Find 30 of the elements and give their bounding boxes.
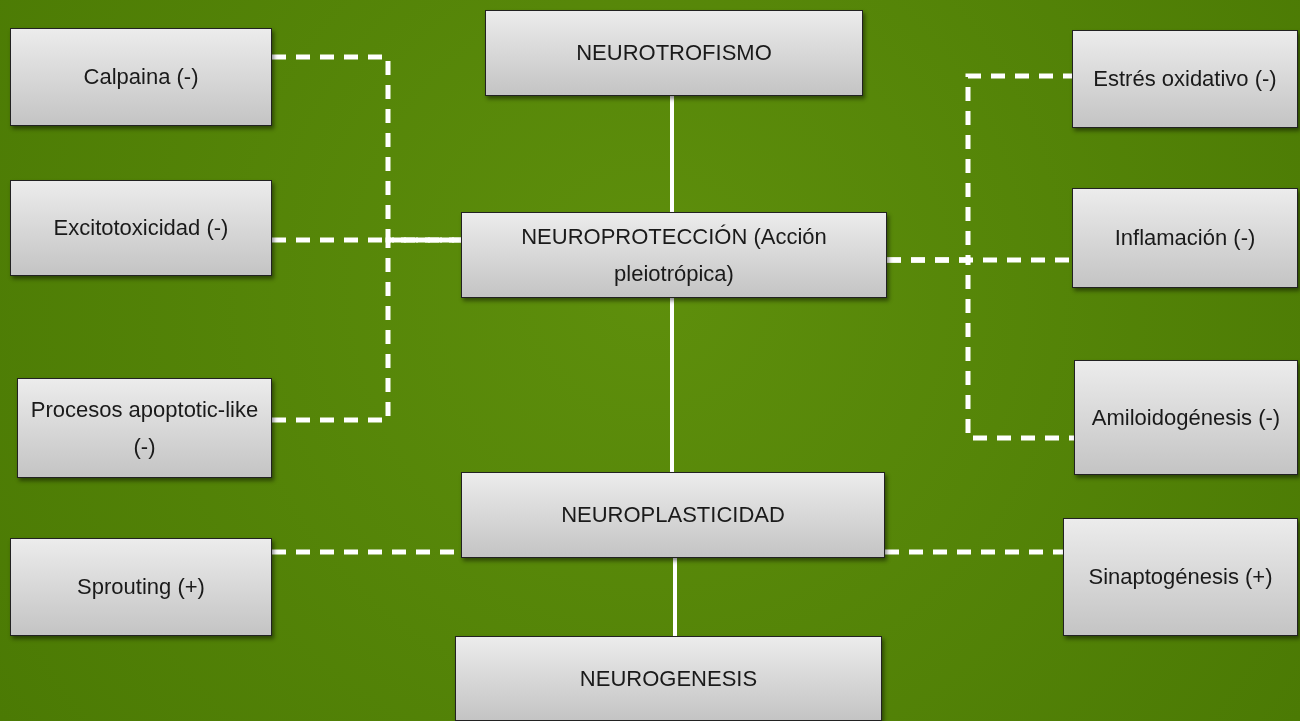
box-label: NEUROTROFISMO [576, 39, 772, 68]
concept-box [10, 28, 272, 126]
box-label: Estrés oxidativo (-) [1093, 65, 1277, 94]
box-label: Procesos apoptotic-like (-) [29, 395, 260, 461]
box-label: Sprouting (+) [77, 573, 205, 602]
connector-line [670, 96, 674, 212]
box-label: Inflamación (-) [1114, 224, 1256, 253]
box-label: NEUROGENESIS [579, 664, 758, 693]
concept-box [17, 378, 272, 478]
box-label: Calpaina (-) [83, 63, 199, 92]
box-label: Amiloidogénesis (-) [1091, 403, 1281, 432]
concept-box [1063, 518, 1298, 636]
dashed-connector [887, 257, 1074, 441]
concept-box [1074, 360, 1298, 475]
concept-box [10, 180, 272, 276]
concept-box [1072, 188, 1298, 288]
concept-box [461, 212, 887, 298]
box-label: Excitotoxicidad (-) [53, 214, 229, 243]
concept-box [461, 472, 885, 558]
concept-box [10, 538, 272, 636]
box-label: NEUROPLASTICIDAD [561, 501, 785, 530]
box-label: NEUROPROTECCIÓN (Acción pleiotrópica) [520, 222, 828, 288]
dashed-connector [272, 237, 461, 423]
concept-box [485, 10, 863, 96]
dashed-connector [885, 549, 1063, 555]
connector-line [670, 298, 674, 472]
concept-box [1072, 30, 1298, 128]
box-label: Sinaptogénesis (+) [1088, 563, 1273, 592]
connector-line [673, 558, 677, 636]
concept-box [455, 636, 882, 721]
